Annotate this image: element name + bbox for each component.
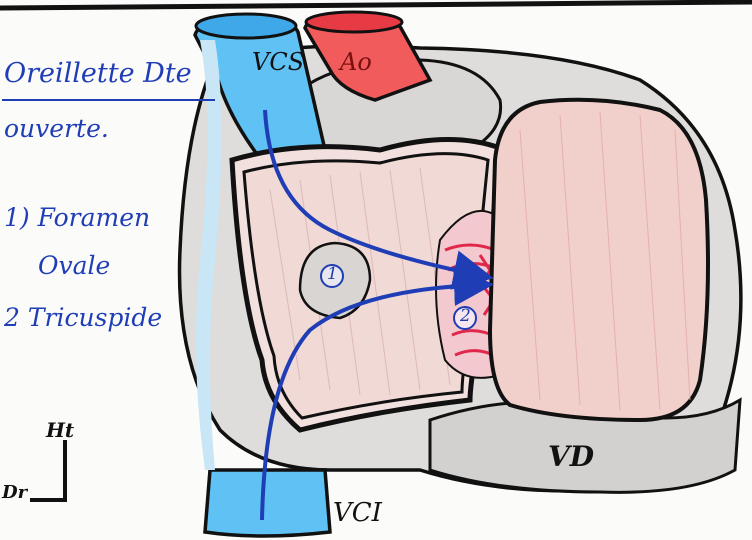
title-line-1: Oreillette Dte: [4, 60, 192, 87]
paper-top-edge: [0, 2, 752, 8]
label-vd: VD: [548, 443, 594, 471]
legend-item-1-cont: Ovale: [38, 253, 110, 278]
title-line-2: ouverte.: [4, 116, 109, 141]
orientation-left-label: Dr: [2, 484, 27, 502]
marker-1-label: 1: [327, 266, 338, 283]
label-vci: VCI: [333, 500, 382, 526]
aorta-opening: [306, 12, 402, 32]
inferior-vena-cava: [205, 470, 330, 536]
orientation-axes: [30, 440, 65, 500]
svc-opening: [196, 14, 296, 38]
legend-item-1: 1) Foramen: [4, 205, 150, 230]
legend-item-2: 2 Tricuspide: [4, 305, 162, 330]
label-ao: Ao: [340, 50, 372, 74]
label-vcs: VCS: [252, 50, 304, 74]
marker-2-label: 2: [460, 308, 471, 325]
right-ventricle: [490, 100, 708, 420]
orientation-top-label: Ht: [46, 420, 74, 440]
